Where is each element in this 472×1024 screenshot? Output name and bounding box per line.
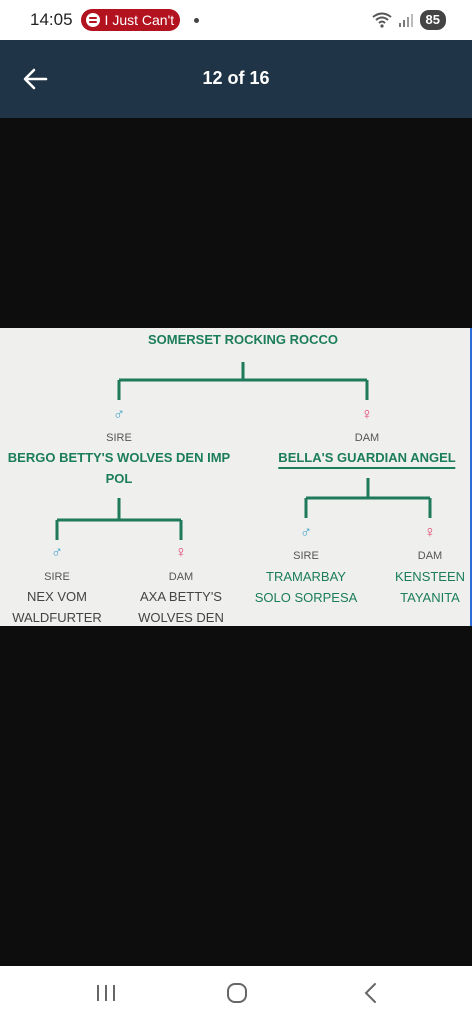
notification-dot (194, 17, 200, 23)
recent-apps-icon[interactable] (95, 982, 117, 1004)
back-arrow-icon[interactable] (22, 67, 48, 91)
sire-name-line2: POL (105, 471, 133, 486)
wifi-icon (371, 12, 392, 28)
status-bar: 14:05 I Just Can't 85 (0, 0, 472, 40)
sire-label: SIRE (106, 432, 132, 444)
home-icon[interactable] (226, 982, 248, 1004)
male-icon: ♂ (300, 524, 312, 541)
dam-name: BELLA'S GUARDIAN ANGEL (278, 449, 456, 469)
sire-sire-name-line2: WALDFURTER (12, 610, 102, 625)
system-navigation-bar (0, 966, 472, 1024)
image-viewer[interactable]: SOMERSET ROCKING ROCCO ♂ SIRE BERGO BETT… (0, 118, 472, 966)
female-icon: ♀ (361, 406, 373, 423)
sire-sire-name-line1: NEX VOM (27, 589, 87, 604)
dam-sire-label: SIRE (293, 550, 319, 562)
status-icons: 85 (371, 10, 446, 30)
dam-sire-name-line2: SOLO SORPESA (254, 590, 358, 605)
media-notification-chip[interactable]: I Just Can't (80, 9, 181, 31)
dam-dam-name-line1: KENSTEEN (394, 569, 466, 584)
dam-dam-name-line2: TAYANITA (400, 590, 460, 605)
battery-indicator: 85 (419, 10, 446, 30)
sire-sire-label: SIRE (44, 571, 70, 583)
sire-dam-name-line2: WOLVES DEN (138, 610, 224, 625)
status-time: 14:05 (30, 10, 73, 29)
male-icon: ♂ (113, 406, 125, 423)
pedigree-connectors (55, 362, 432, 540)
image-counter: 12 of 16 (202, 68, 270, 88)
app-bar: 12 of 16 (0, 40, 472, 118)
dam-label: DAM (354, 432, 380, 444)
dam-dam-label: DAM (417, 550, 443, 562)
signal-icon (398, 14, 413, 27)
male-icon: ♂ (51, 544, 63, 561)
dam-sire-name-line1: TRAMARBAY (266, 569, 346, 584)
media-title: I Just Can't (104, 12, 175, 28)
sire-name-line1: BERGO BETTY'S WOLVES DEN IMP (7, 450, 231, 465)
sire-dam-label: DAM (168, 571, 194, 583)
sire-dam-name-line1: AXA BETTY'S (140, 589, 222, 604)
root-dog-name: SOMERSET ROCKING ROCCO (148, 332, 338, 347)
spotify-icon (85, 13, 100, 27)
pedigree-chart-image: SOMERSET ROCKING ROCCO ♂ SIRE BERGO BETT… (0, 328, 472, 626)
female-icon: ♀ (424, 524, 436, 541)
female-icon: ♀ (175, 544, 187, 561)
back-icon[interactable] (360, 982, 382, 1004)
